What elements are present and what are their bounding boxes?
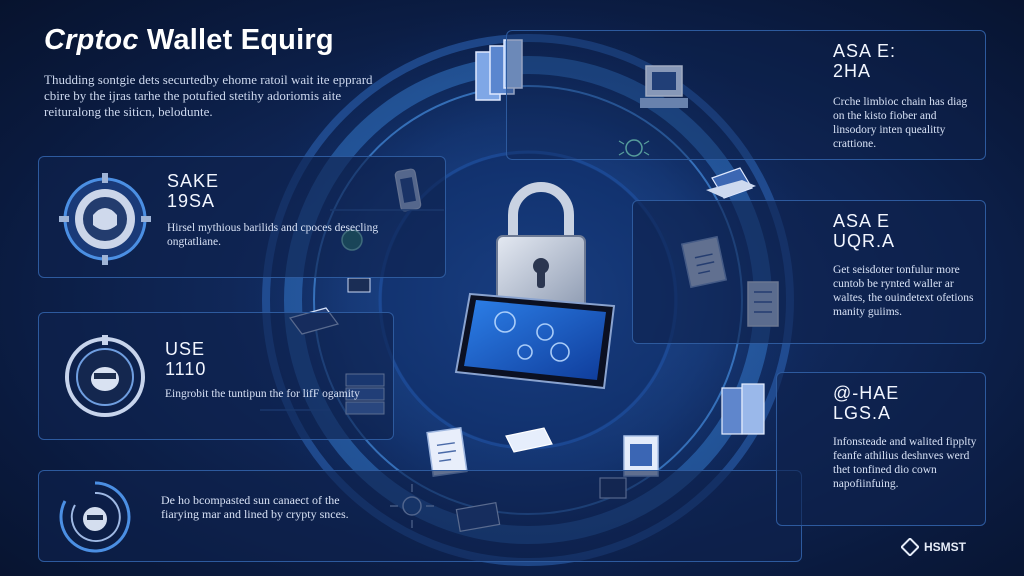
file-icon [426,427,468,477]
brand-logo: HSMST [901,538,966,556]
monitor-icon [623,435,659,477]
server-icon [475,39,523,101]
intro-text: Thudding sontgie dets securtedby ehome r… [44,72,373,119]
computer-icon [640,65,688,108]
right-panel-3: @-HAE LGS.A Infonsteade and walited fipp… [776,372,986,526]
right-panel-1-body: Crche limbioc chain has diag on the kist… [833,96,968,150]
bug-icon [618,139,650,157]
shield-gear-icon [59,173,151,265]
right-panel-2-body: Get seisdoter tonfulur more cuntob be ry… [833,264,974,318]
right-panel-3-body: Infonsteade and walited fipplty feanfe a… [833,436,977,490]
logo-mark-icon [901,538,919,556]
left-panel-3: De ho bcompasted sun canaect of the fiar… [38,470,802,562]
smartphone-icon [454,292,616,390]
right-panel-1: ASA E: 2HA Crche limbioc chain has diag … [506,30,986,160]
left-panel-2-heading-2: 1110 [165,359,207,379]
fingerprint-hacker-icon [59,481,131,553]
left-panel-2-body: Eingrobit the tuntipun the for lifF ogam… [165,388,360,400]
left-panel-1-heading-1: SAKE [167,171,220,191]
right-panel-3-heading-1: @-HAE [833,383,900,403]
right-panel-2-heading-2: UQR.A [833,231,896,251]
usb-icon [347,277,371,293]
title-part-1: Crptoc [44,24,139,56]
left-panel-2: USE 1110 Eingrobit the tuntipun the for … [38,312,394,440]
left-panel-1: SAKE 19SA Hirsel mythious barilids and c… [38,156,446,278]
server-rack-icon [721,383,765,435]
right-panel-3-heading-2: LGS.A [833,403,892,423]
tablet-icon [505,427,553,453]
right-panel-1-heading-1: ASA E: [833,41,897,61]
left-panel-2-heading-1: USE [165,339,206,359]
hacker-face-icon [65,335,145,417]
brand-logo-text: HSMST [924,540,966,554]
right-panel-2-heading-1: ASA E [833,211,891,231]
right-panel-1-heading-2: 2HA [833,61,872,81]
left-panel-1-body: Hirsel mythious barilids and cpoces dese… [167,222,379,248]
left-panel-1-heading-2: 19SA [167,191,216,211]
right-panel-2: ASA E UQR.A Get seisdoter tonfulur more … [632,200,986,344]
laptop-icon [706,167,756,199]
title-part-2: Wallet Equirg [146,24,334,56]
left-panel-3-body: De ho bcompasted sun canaect of the fiar… [161,493,349,521]
page-title: Crptoc Wallet Equirg [44,24,334,57]
